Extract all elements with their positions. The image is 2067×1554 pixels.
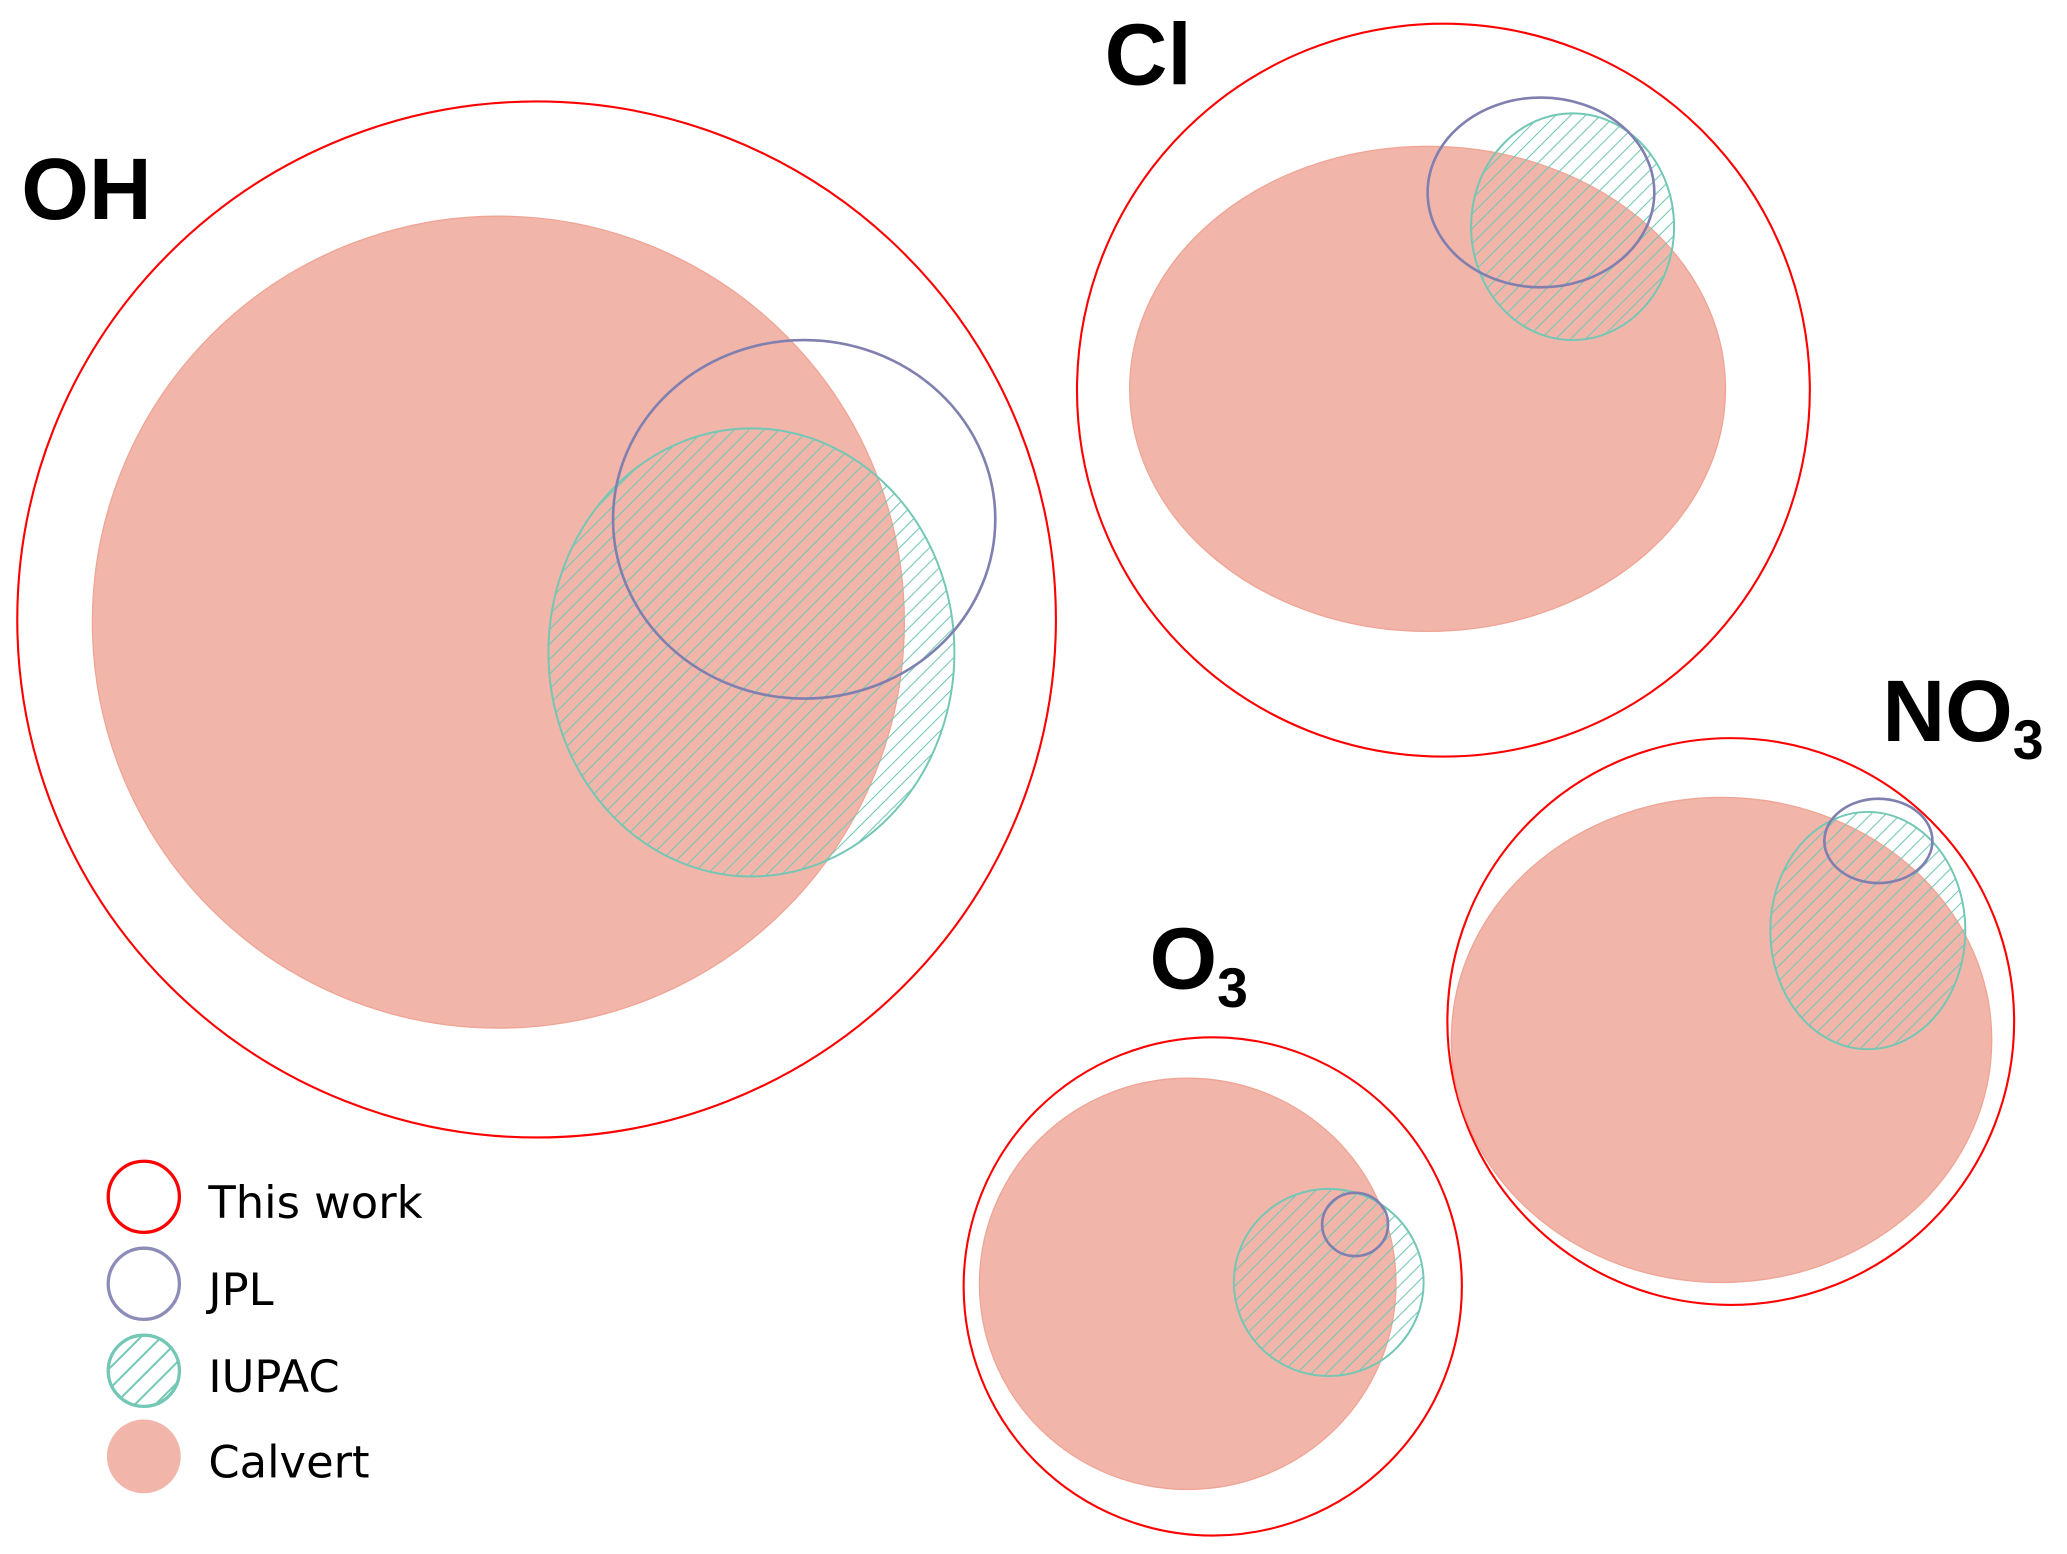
o3-iupac-ellipse [1232,1187,1425,1378]
legend-item-jpl: JPL [106,1246,274,1322]
calvert-swatch-icon [106,1419,181,1494]
group-no3: NO3 [1446,663,2044,1306]
oh-this-work-circle [16,100,1057,1139]
o3-label: O3 [1149,911,1247,1019]
cl-iupac-ellipse [1470,112,1676,342]
no3-label: NO3 [1882,663,2043,771]
legend-label: This work [207,1176,422,1229]
o3-jpl-ellipse [1320,1191,1390,1258]
oh-iupac-ellipse [547,427,956,878]
group-o3: O3 [962,911,1463,1537]
legend-label: IUPAC [208,1350,339,1403]
legend-label: JPL [205,1263,273,1316]
legend-label: Calvert [208,1436,369,1489]
o3-this-work-circle [962,1036,1463,1537]
cl-jpl-ellipse [1426,96,1656,289]
this-work-swatch-icon [106,1159,182,1235]
cl-label: Cl [1105,6,1192,103]
legend-item-iupac: IUPAC [106,1333,340,1409]
legend-item-this-work: This work [106,1159,423,1235]
oh-label: OH [21,141,151,238]
group-oh: OH [16,100,1057,1139]
legend-item-calvert: Calvert [106,1419,370,1494]
jpl-swatch-icon [106,1246,182,1322]
no3-this-work-circle [1446,737,2016,1306]
no3-iupac-ellipse [1769,810,1967,1051]
group-cl: Cl [1075,6,1811,758]
cl-this-work-circle [1075,22,1811,758]
iupac-swatch-icon [106,1333,182,1409]
no3-jpl-ellipse [1823,797,1934,885]
oh-jpl-ellipse [611,338,997,700]
legend: This work JPL IUPAC Calvert [106,1159,423,1494]
